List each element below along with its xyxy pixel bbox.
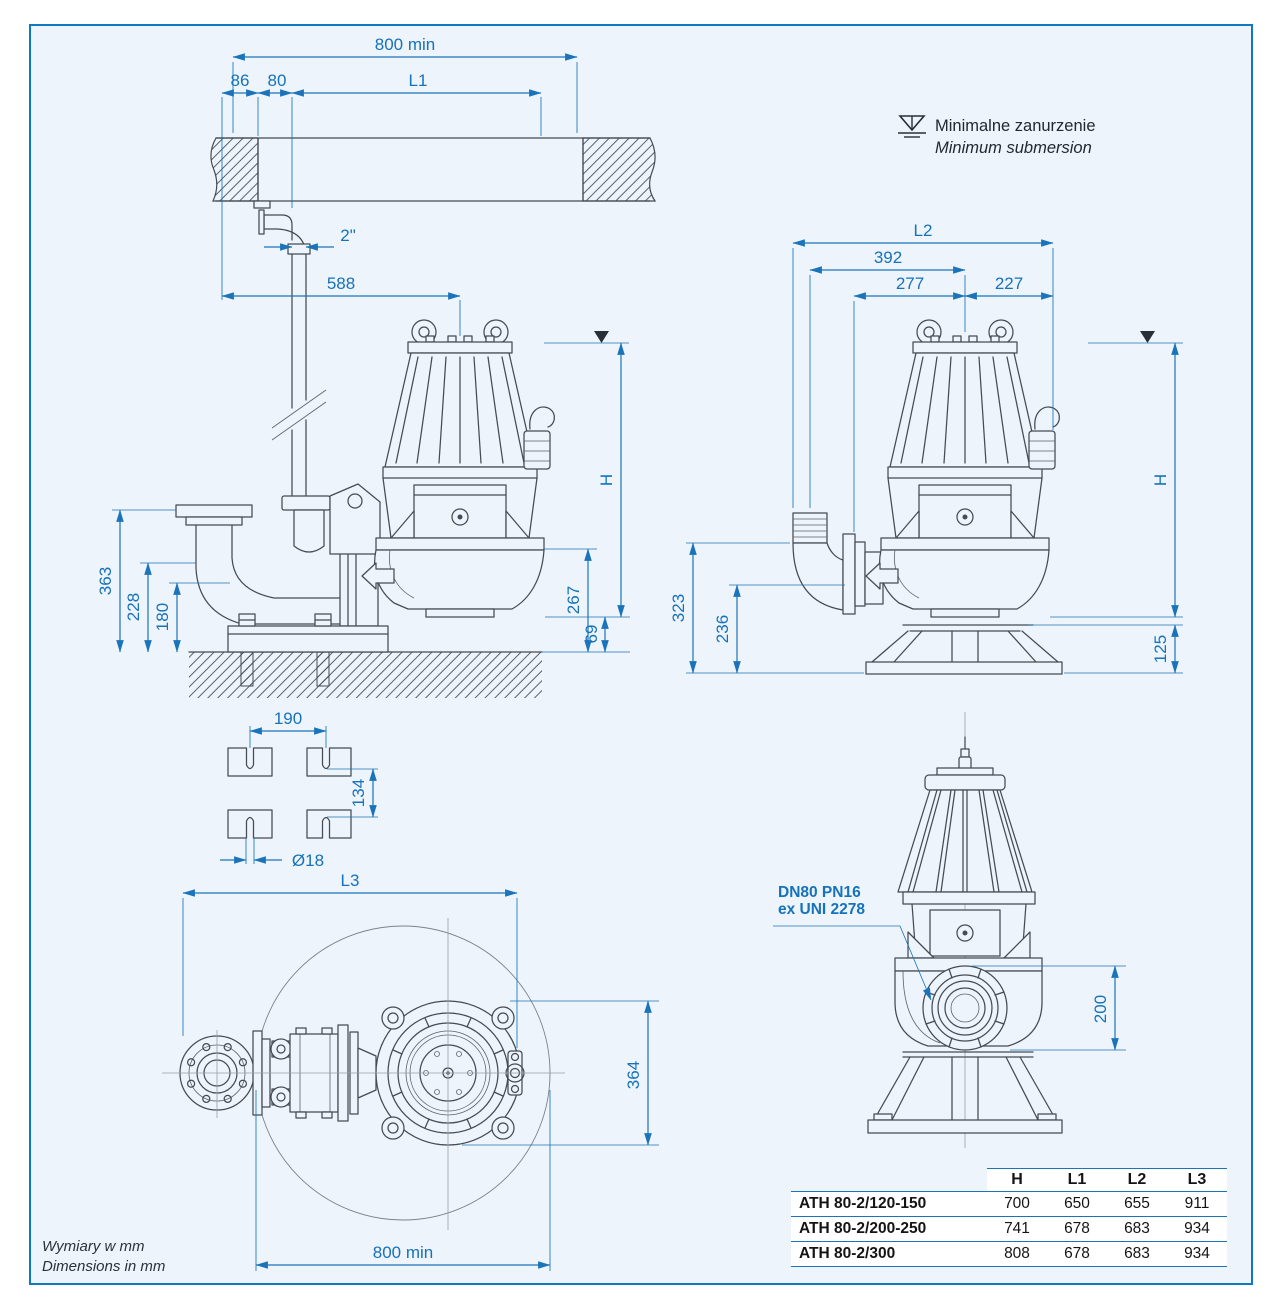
dim-elbow-height: 323 bbox=[669, 594, 688, 622]
dimensions-front-view: 200 DN80 PN16 ex UNI 2278 bbox=[773, 884, 1126, 1051]
dim-hose-to-center: 392 bbox=[874, 248, 902, 267]
dim-outlet-height: 200 bbox=[1091, 995, 1110, 1023]
value-l2: 683 bbox=[1124, 1220, 1150, 1237]
dim-body-width: 364 bbox=[624, 1061, 643, 1089]
dim-slot-dia: Ø18 bbox=[292, 851, 324, 870]
view-free-standing-installation bbox=[792, 319, 1155, 675]
table-header-l2: L2 bbox=[1127, 1171, 1147, 1188]
dim-outlet-axis-right: 236 bbox=[713, 615, 732, 643]
flange-spec-line1: DN80 PN16 bbox=[778, 884, 861, 901]
table-header-l1: L1 bbox=[1067, 1171, 1087, 1188]
table-row: ATH 80-2/200-250 741 678 683 934 bbox=[791, 1217, 1227, 1242]
model-name: ATH 80-2/120-150 bbox=[799, 1195, 927, 1212]
table-row: ATH 80-2/300 808 678 683 934 bbox=[791, 1242, 1227, 1267]
value-l3: 911 bbox=[1184, 1195, 1210, 1212]
dim-bottom-gap: 69 bbox=[582, 625, 601, 644]
dim-foot-height: 180 bbox=[153, 603, 172, 631]
value-l2: 655 bbox=[1124, 1195, 1150, 1212]
value-l1: 678 bbox=[1064, 1220, 1090, 1237]
value-l2: 683 bbox=[1124, 1245, 1150, 1262]
footer-note-en: Dimensions in mm bbox=[42, 1258, 165, 1275]
table-header-h: H bbox=[1011, 1171, 1023, 1188]
table-header-row: H L1 L2 L3 bbox=[791, 1168, 1227, 1192]
model-name: ATH 80-2/300 bbox=[799, 1245, 896, 1262]
dimensions-top-view: L3 364 800 min bbox=[182, 871, 659, 1271]
model-name: ATH 80-2/200-250 bbox=[799, 1220, 927, 1237]
footer-note-pl: Wymiary w mm bbox=[42, 1238, 144, 1255]
dim-slot-pitch-x: 190 bbox=[274, 709, 302, 728]
footer-note: Wymiary w mm Dimensions in mm bbox=[42, 1238, 165, 1275]
dim-anchor-to-pipe: 80 bbox=[268, 71, 287, 90]
dim-l2: L2 bbox=[914, 221, 933, 240]
value-l3: 934 bbox=[1184, 1245, 1210, 1262]
dim-pipe-to-pump: 588 bbox=[327, 274, 355, 293]
value-l1: 650 bbox=[1064, 1195, 1090, 1212]
dim-center-to-gland: 227 bbox=[995, 274, 1023, 293]
value-l1: 678 bbox=[1064, 1245, 1090, 1262]
view-guide-rail-installation bbox=[175, 137, 657, 698]
water-level-icon bbox=[594, 331, 609, 343]
dim-h-left: H bbox=[597, 474, 616, 486]
dim-slot-pitch-y: 134 bbox=[349, 779, 368, 807]
value-h: 700 bbox=[1004, 1195, 1030, 1212]
view-front bbox=[867, 712, 1063, 1148]
value-h: 741 bbox=[1004, 1220, 1030, 1237]
dim-h-right: H bbox=[1151, 474, 1170, 486]
dimensions-free-standing: L2 392 277 227 323 236 H 125 bbox=[669, 221, 1183, 674]
view-anchor-slot-pattern bbox=[227, 747, 352, 839]
dim-clearance-bottom: 800 min bbox=[373, 1243, 433, 1262]
dim-clearance-top: 800 min bbox=[375, 35, 435, 54]
dim-guide-pipe: 2" bbox=[340, 226, 356, 245]
dimensions-guide-rail: 800 min 86 80 L1 2" 588 363 228 180 bbox=[96, 35, 630, 653]
table-header-l3: L3 bbox=[1187, 1171, 1207, 1188]
dimensions-table: H L1 L2 L3 ATH 80-2/120-150 700 650 655 … bbox=[791, 1168, 1227, 1267]
value-h: 808 bbox=[1004, 1245, 1030, 1262]
legend-text-en: Minimum submersion bbox=[935, 139, 1092, 157]
table-row: ATH 80-2/120-150 700 650 655 911 bbox=[791, 1192, 1227, 1217]
legend-text-pl: Minimalne zanurzenie bbox=[935, 117, 1096, 135]
dim-l1: L1 bbox=[409, 71, 428, 90]
flange-spec-line2: ex UNI 2278 bbox=[778, 901, 865, 918]
dim-outlet-axis: 228 bbox=[124, 593, 143, 621]
dim-suction-height: 125 bbox=[1151, 635, 1170, 663]
dim-wall-offset: 86 bbox=[231, 71, 250, 90]
dim-l3: L3 bbox=[341, 871, 360, 890]
table-header-spacer bbox=[791, 1168, 987, 1191]
legend-minimum-submersion: Minimalne zanurzenie Minimum submersion bbox=[898, 115, 1096, 157]
dim-flange-to-center: 277 bbox=[896, 274, 924, 293]
value-l3: 934 bbox=[1184, 1220, 1210, 1237]
dim-flange-height: 363 bbox=[96, 567, 115, 595]
water-level-icon bbox=[898, 115, 926, 138]
view-top bbox=[162, 918, 565, 1230]
water-level-icon bbox=[1140, 331, 1155, 343]
dim-level-to-bottom: 267 bbox=[564, 586, 583, 614]
dimensions-anchor-slots: 190 134 Ø18 bbox=[220, 709, 378, 870]
